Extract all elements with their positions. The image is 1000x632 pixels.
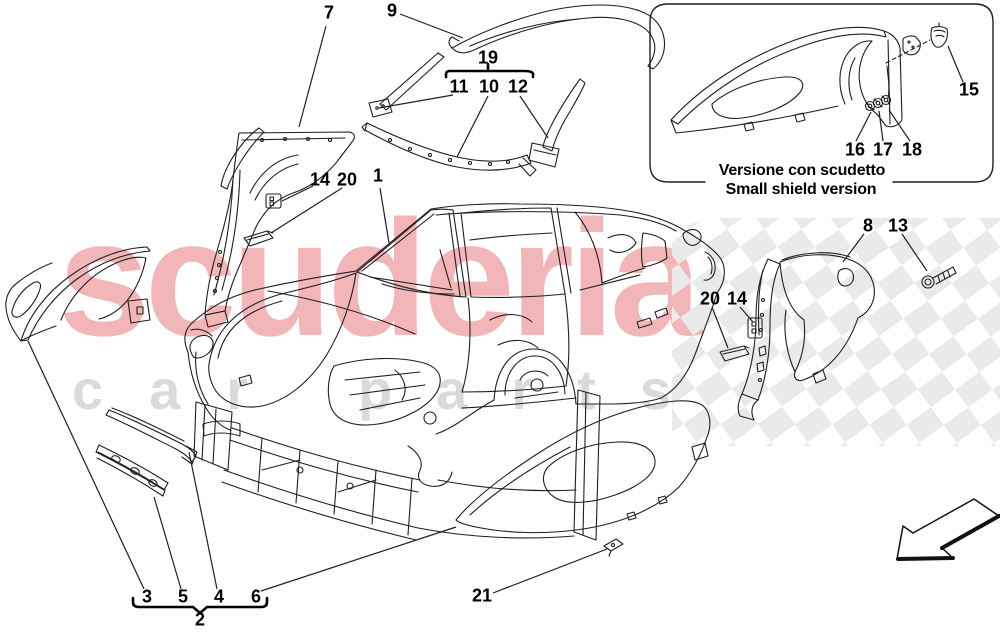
callout-11: 11	[449, 76, 469, 97]
part-front-fender-left	[5, 246, 151, 342]
part-bodyshell	[184, 203, 725, 541]
watermark-brand: scuderia	[58, 186, 702, 370]
callout-16: 16	[844, 139, 866, 160]
callout-20-left: 20	[336, 169, 358, 190]
part-roof-panel	[448, 4, 666, 70]
callout-13: 13	[887, 215, 909, 236]
part-a-pillar-left	[368, 52, 445, 118]
part-shield-emblem	[930, 22, 948, 48]
callout-12: 12	[507, 76, 529, 97]
callout-17: 17	[872, 139, 894, 160]
part-side-skirt	[455, 400, 711, 534]
callout-2: 2	[194, 609, 206, 630]
callout-18: 18	[901, 139, 923, 160]
part-bracket-left	[265, 193, 282, 209]
callout-3: 3	[141, 586, 153, 607]
part-washers	[864, 94, 892, 112]
callout-20-right: 20	[699, 288, 721, 309]
callout-14-left: 14	[309, 169, 331, 190]
callout-5: 5	[177, 586, 189, 607]
direction-arrow-icon	[896, 498, 1000, 561]
part-sill-inner	[95, 444, 169, 497]
callout-15: 15	[958, 79, 980, 100]
callout-1: 1	[372, 165, 384, 186]
checkered-flag-watermark	[672, 218, 1000, 446]
inset-box	[649, 3, 994, 183]
part-quarter-outer-right	[779, 252, 875, 384]
leader-lines	[27, 13, 964, 594]
part-sill-outer	[105, 407, 198, 465]
inset-fender	[670, 26, 931, 134]
callout-7: 7	[323, 2, 335, 23]
part-wedge-left	[243, 230, 274, 247]
part-b-pillar-right	[737, 258, 781, 421]
watermark-word-parts: parts	[358, 358, 715, 421]
callout-10: 10	[478, 76, 500, 97]
callout-9: 9	[386, 0, 398, 21]
inset-caption-italian: Versione con scudetto	[718, 162, 886, 179]
inset-caption-english: Small shield version	[725, 181, 877, 198]
part-quarter-inner-left	[204, 127, 355, 328]
callout-4: 4	[213, 586, 225, 607]
callout-21: 21	[471, 585, 493, 606]
group-brackets	[131, 62, 535, 615]
part-bracket-right	[747, 317, 763, 339]
part-screw	[921, 266, 957, 289]
callout-19: 19	[477, 47, 499, 68]
part-skirt-clip	[603, 538, 624, 557]
part-wedge-right	[719, 345, 750, 362]
part-windshield-crossmember	[361, 122, 537, 177]
callout-8: 8	[862, 215, 874, 236]
part-a-pillar-right	[528, 78, 586, 168]
callout-14-right: 14	[726, 288, 748, 309]
callout-6: 6	[250, 586, 262, 607]
